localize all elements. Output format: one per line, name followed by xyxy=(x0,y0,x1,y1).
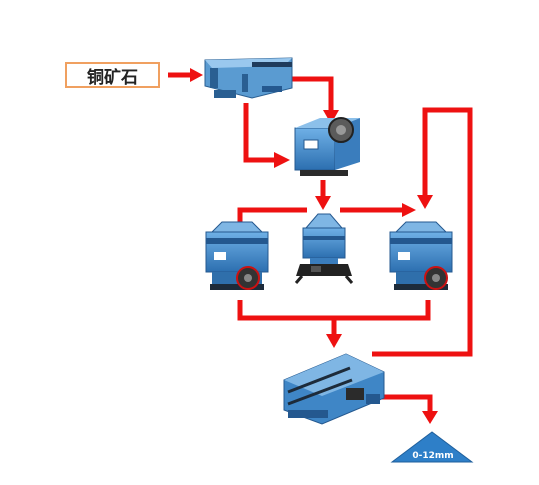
arrow-recirculation-loop xyxy=(372,107,473,357)
feeder-icon xyxy=(204,57,293,99)
flow-arrows xyxy=(168,68,473,424)
arrow-input-to-feeder xyxy=(168,68,203,82)
cone-crusher-center-icon xyxy=(294,213,354,284)
product-size-label: 0-12mm xyxy=(412,451,453,461)
arrow-feeder-bypass xyxy=(243,103,290,168)
cone-crusher-icon-right xyxy=(389,221,453,290)
vibrating-screen-icon xyxy=(283,353,385,425)
input-material-label: 铜矿石 xyxy=(87,67,138,88)
arrow-feeder-to-jaw xyxy=(292,76,339,124)
product-pile-icon xyxy=(390,431,474,463)
arrow-screen-to-product xyxy=(378,394,438,424)
jaw-crusher-icon xyxy=(294,117,360,176)
arrow-jaw-to-cones xyxy=(237,180,416,224)
input-material-box: 铜矿石 xyxy=(65,62,160,88)
cone-crusher-icon xyxy=(205,221,269,290)
arrow-cones-to-screen xyxy=(237,300,431,348)
